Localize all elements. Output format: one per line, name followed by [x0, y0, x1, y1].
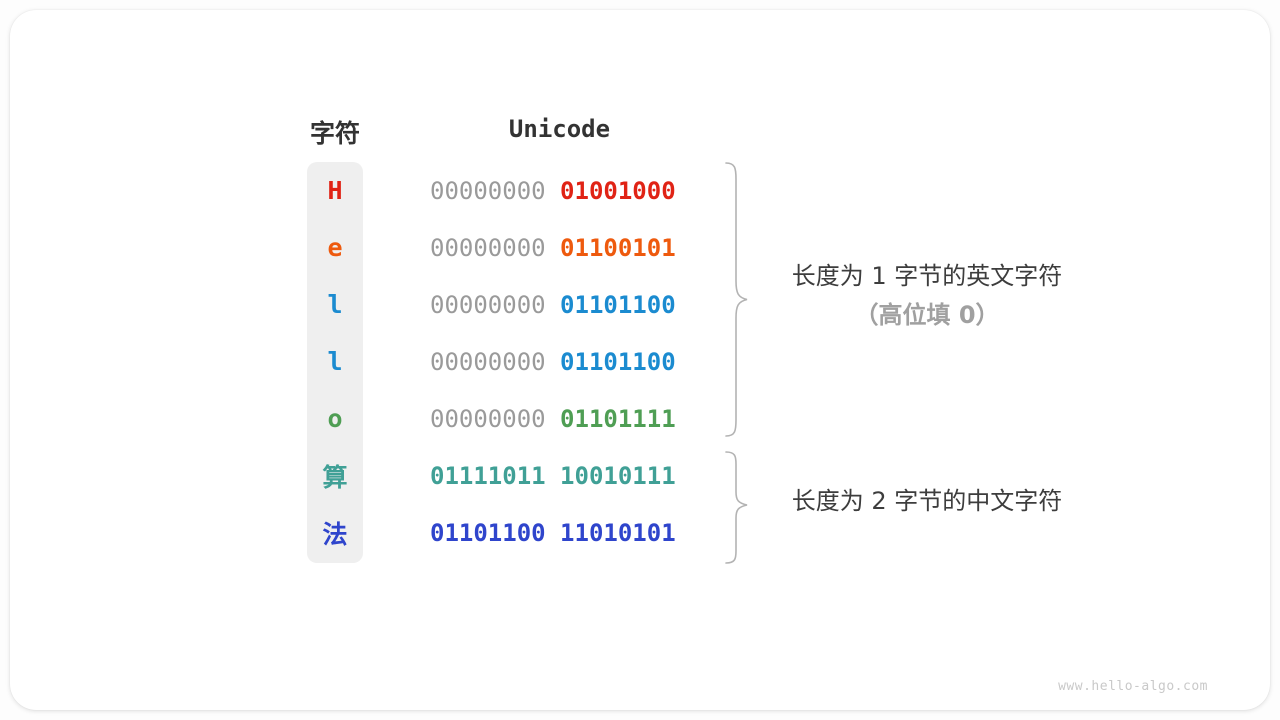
char-cell: 算: [322, 462, 348, 492]
binary-cell: 00000000 01101111: [430, 390, 676, 447]
byte-low: 01101100: [560, 347, 676, 376]
binary-cell: 00000000 01101100: [430, 333, 676, 390]
binary-cell: 01101100 11010101: [430, 504, 676, 561]
figure-card: [10, 10, 1270, 710]
binary-cell: 00000000 01101100: [430, 276, 676, 333]
byte-gap: [546, 405, 560, 433]
byte-high: 00000000: [430, 290, 546, 319]
char-cell: l: [327, 347, 343, 376]
binary-cell: 01111011 10010111: [430, 447, 676, 504]
binary-cell: 00000000 01100101: [430, 219, 676, 276]
table-row: 算 01111011 10010111: [307, 447, 1007, 504]
char-cell: o: [327, 404, 343, 433]
byte-gap: [546, 519, 560, 547]
byte-low: 01100101: [560, 233, 676, 262]
byte-low: 01101100: [560, 290, 676, 319]
byte-low: 01001000: [560, 176, 676, 205]
byte-gap: [546, 462, 560, 490]
table-row: 法 01101100 11010101: [307, 504, 1007, 561]
byte-low: 10010111: [560, 461, 676, 490]
byte-high: 00000000: [430, 404, 546, 433]
byte-high: 00000000: [430, 347, 546, 376]
char-cell: 法: [322, 519, 348, 549]
table-row: H 00000000 01001000: [307, 162, 1007, 219]
table-row: e 00000000 01100101: [307, 219, 1007, 276]
table-row: l 00000000 01101100: [307, 333, 1007, 390]
annotation-english-line1: 长度为 1 字节的英文字符: [791, 262, 1063, 290]
annotation-english-group: 长度为 1 字节的英文字符 （高位填 0）: [757, 262, 1097, 330]
byte-high: 00000000: [430, 176, 546, 205]
table-row: l 00000000 01101100: [307, 276, 1007, 333]
annotation-chinese-line1: 长度为 2 字节的中文字符: [791, 487, 1063, 515]
byte-gap: [546, 291, 560, 319]
column-header-char: 字符: [309, 119, 360, 148]
watermark-url: www.hello-algo.com: [1058, 679, 1208, 694]
byte-high: 01101100: [430, 518, 546, 547]
binary-cell: 00000000 01001000: [430, 162, 676, 219]
byte-high: 01111011: [430, 461, 546, 490]
char-cell: H: [327, 176, 343, 205]
table-row: o 00000000 01101111: [307, 390, 1007, 447]
byte-gap: [546, 234, 560, 262]
annotation-chinese-group: 长度为 2 字节的中文字符: [757, 487, 1097, 516]
annotation-english-line2: （高位填 0）: [854, 301, 1000, 329]
byte-gap: [546, 177, 560, 205]
byte-low: 01101111: [560, 404, 676, 433]
char-column-background: [307, 162, 363, 563]
char-cell: l: [327, 290, 343, 319]
brace-chinese-group: [725, 451, 748, 564]
byte-low: 11010101: [560, 518, 676, 547]
byte-gap: [546, 348, 560, 376]
brace-english-group: [725, 162, 748, 437]
byte-high: 00000000: [430, 233, 546, 262]
column-header-unicode: Unicode: [508, 115, 611, 143]
char-cell: e: [327, 233, 343, 262]
